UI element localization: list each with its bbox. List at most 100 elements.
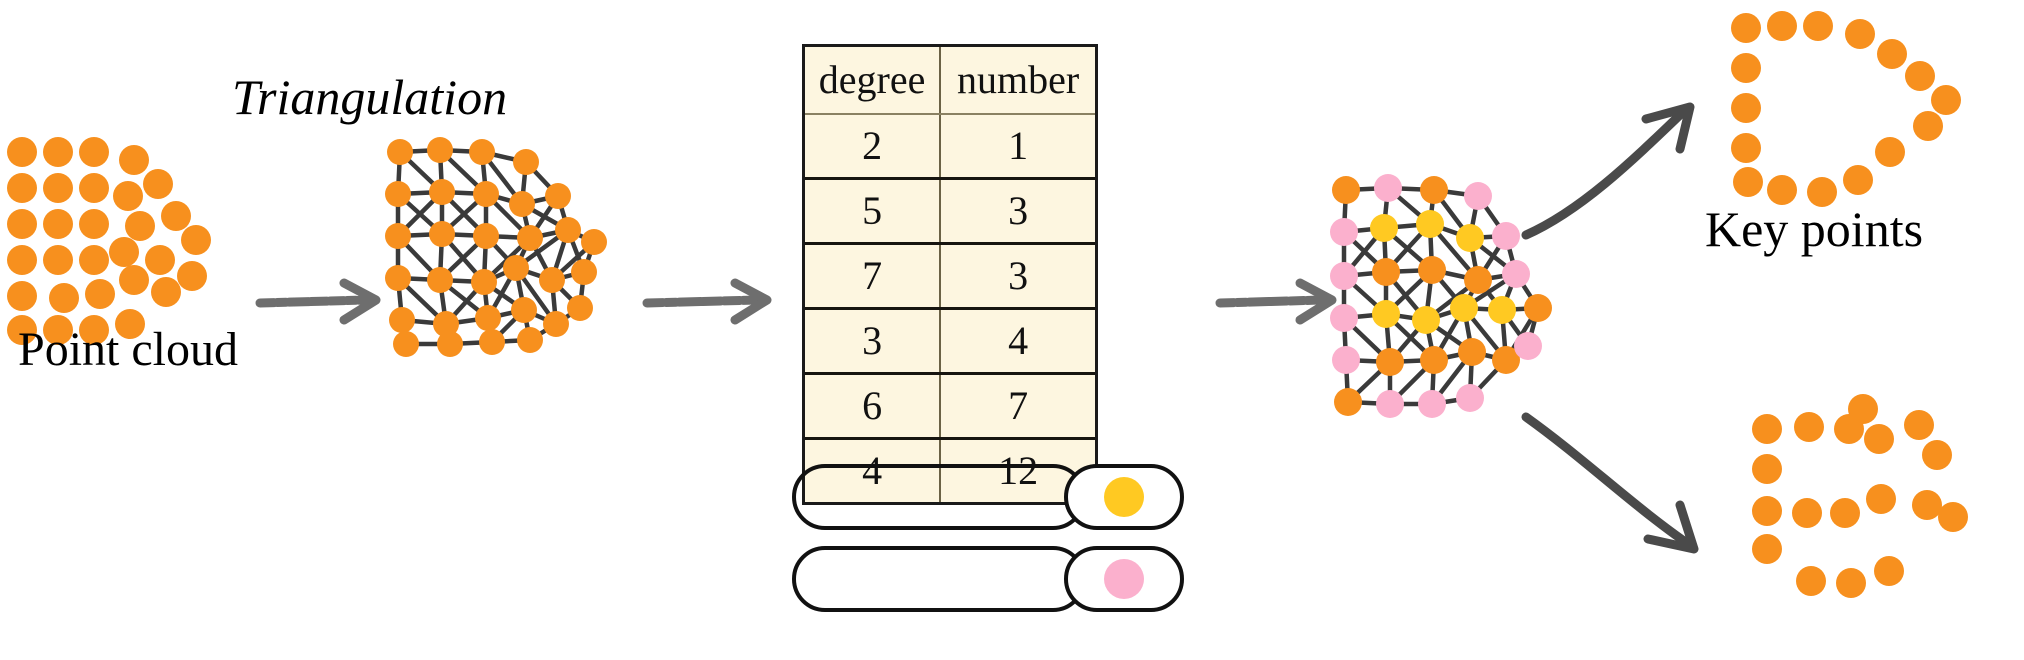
- interior-keypoint-dot: [1864, 424, 1894, 454]
- graph-node-pink: [1456, 384, 1484, 412]
- boundary-keypoint-dot: [1845, 19, 1875, 49]
- interior-keypoint-dot: [1752, 414, 1782, 444]
- boundary-keypoint-dot: [1731, 93, 1761, 123]
- interior-keypoint-dot: [1796, 566, 1826, 596]
- triangulation-node: [385, 181, 411, 207]
- triangulation-node: [475, 305, 501, 331]
- point-cloud-dot: [113, 181, 143, 211]
- graph-node-orange: [1334, 388, 1362, 416]
- triangulation-node: [393, 331, 419, 357]
- interior-keypoint-dot: [1752, 496, 1782, 526]
- yellow-swatch-icon: [1104, 477, 1144, 517]
- triangulation-node: [437, 331, 463, 357]
- point-cloud-dot: [79, 173, 109, 203]
- point-cloud-dot: [161, 201, 191, 231]
- boundary-keypoint-dot: [1767, 11, 1797, 41]
- triangulation-node: [427, 267, 453, 293]
- boundary-keypoint-dot: [1731, 133, 1761, 163]
- triangulation-node: [503, 255, 529, 281]
- triangulation-node: [517, 225, 543, 251]
- graph-node-pink: [1374, 174, 1402, 202]
- graph-node-pink: [1492, 222, 1520, 250]
- graph-node-pink: [1502, 260, 1530, 288]
- cell-number: 4: [940, 308, 1095, 375]
- table-row-highlighted-yellow: 6 7: [805, 373, 1095, 440]
- graph-node-orange: [1458, 338, 1486, 366]
- point-cloud-dot: [79, 245, 109, 275]
- point-cloud-dot: [181, 225, 211, 255]
- cell-number: 3: [940, 178, 1095, 245]
- point-cloud-dot: [145, 245, 175, 275]
- point-cloud-dot: [7, 209, 37, 239]
- point-cloud-dot: [143, 169, 173, 199]
- colored-graph-panel: [1330, 174, 1552, 430]
- point-cloud-dot: [49, 283, 79, 313]
- triangulation-node: [385, 265, 411, 291]
- point-cloud-dot: [85, 279, 115, 309]
- point-cloud-dot: [43, 315, 73, 345]
- point-cloud-dot: [177, 261, 207, 291]
- graph-node-pink: [1418, 390, 1446, 418]
- graph-node-orange: [1524, 294, 1552, 322]
- triangulation-node: [567, 295, 593, 321]
- boundary-keypoint-dot: [1913, 111, 1943, 141]
- graph-node-orange: [1420, 346, 1448, 374]
- table-row: 2 1: [805, 114, 1095, 180]
- point-cloud-dot: [119, 145, 149, 175]
- swatch-cell-yellow: [1064, 464, 1184, 530]
- column-header-degree: degree: [805, 47, 942, 115]
- point-cloud-label: Point cloud: [18, 323, 239, 376]
- point-cloud-dot: [151, 277, 181, 307]
- arrow-cloud-to-triangulation-icon: [255, 278, 381, 325]
- triangulation-node: [571, 259, 597, 285]
- point-cloud-panel: [0, 137, 270, 345]
- boundary-keypoint-dot: [1733, 167, 1763, 197]
- point-cloud-dot: [43, 209, 73, 239]
- cell-degree: 3: [805, 308, 942, 375]
- interior-keypoint-dot: [1792, 498, 1822, 528]
- column-header-number: number: [940, 47, 1095, 115]
- interior-keypoint-dot: [1912, 490, 1942, 520]
- triangulation-node: [385, 223, 411, 249]
- point-cloud-dot: [119, 265, 149, 295]
- point-cloud-dot: [115, 309, 145, 339]
- interior-keypoint-dot: [1752, 534, 1782, 564]
- cell-degree: 7: [805, 243, 942, 310]
- point-cloud-dot: [7, 245, 37, 275]
- triangulation-label: Triangulation: [232, 69, 508, 125]
- triangulation-node: [429, 179, 455, 205]
- key-points-label: Key points: [1705, 201, 1924, 257]
- arrow-graph-to-interior-keypoints-icon: [1521, 412, 1699, 554]
- graph-node-yellow: [1488, 296, 1516, 324]
- triangulation-node: [427, 137, 453, 163]
- graph-node-yellow: [1370, 214, 1398, 242]
- pink-swatch-icon: [1104, 559, 1144, 599]
- triangulation-node: [543, 311, 569, 337]
- triangulation-node: [545, 183, 571, 209]
- cell-number: 7: [940, 373, 1095, 440]
- triangulation-node: [473, 223, 499, 249]
- boundary-keypoint-dot: [1875, 137, 1905, 167]
- triangulation-node: [389, 307, 415, 333]
- triangulation-node: [539, 267, 565, 293]
- cell-degree: 4: [805, 438, 942, 502]
- interior-keypoint-dot: [1794, 412, 1824, 442]
- point-cloud-dot: [79, 137, 109, 167]
- table-row-highlighted-pink: 4 12: [805, 438, 1095, 502]
- point-cloud-dot: [79, 209, 109, 239]
- boundary-keypoint-dot: [1731, 53, 1761, 83]
- graph-node-pink: [1514, 332, 1542, 360]
- boundary-keypoint-dot: [1807, 177, 1837, 207]
- triangulation-node: [387, 139, 413, 165]
- graph-node-pink: [1332, 346, 1360, 374]
- interior-keypoint-dot: [1836, 568, 1866, 598]
- graph-node-yellow: [1412, 306, 1440, 334]
- graph-node-orange: [1420, 176, 1448, 204]
- graph-node-pink: [1376, 390, 1404, 418]
- graph-node-pink: [1464, 182, 1492, 210]
- boundary-keypoint-dot: [1843, 165, 1873, 195]
- interior-keypoints-panel: [1752, 394, 2015, 625]
- triangulation-node: [581, 229, 607, 255]
- point-cloud-dot: [79, 315, 109, 345]
